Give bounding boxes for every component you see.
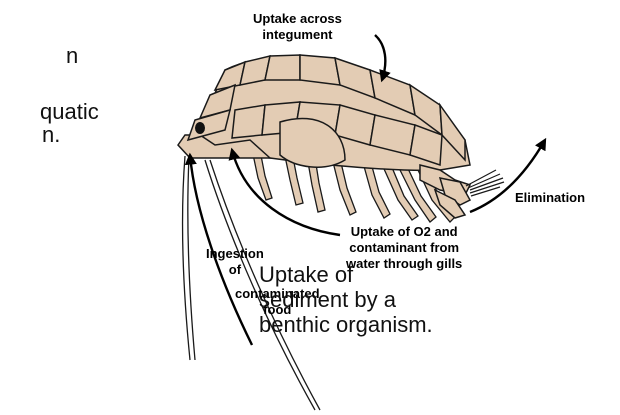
uropod-setae <box>466 170 504 196</box>
caption-line-1: Uptake of <box>259 262 433 287</box>
label-integument: Uptake across integument <box>253 11 342 43</box>
label-elimination: Elimination <box>515 190 585 206</box>
label-ingestion: Ingestion of <box>206 246 264 278</box>
caption-line-2: sediment by a <box>259 287 433 312</box>
label-gills-line-1: Uptake of O2 and <box>346 224 462 240</box>
caption: Uptake of sediment by a benthic organism… <box>259 262 433 337</box>
label-gills-line-2: contaminant from <box>346 240 462 256</box>
eye-icon <box>195 122 205 134</box>
caption-line-3: benthic organism. <box>259 312 433 337</box>
label-integument-line-2: integument <box>253 27 342 43</box>
label-ingestion-line-2: of <box>206 262 264 278</box>
label-integument-line-1: Uptake across <box>253 11 342 27</box>
label-ingestion-line-1: Ingestion <box>206 246 264 262</box>
